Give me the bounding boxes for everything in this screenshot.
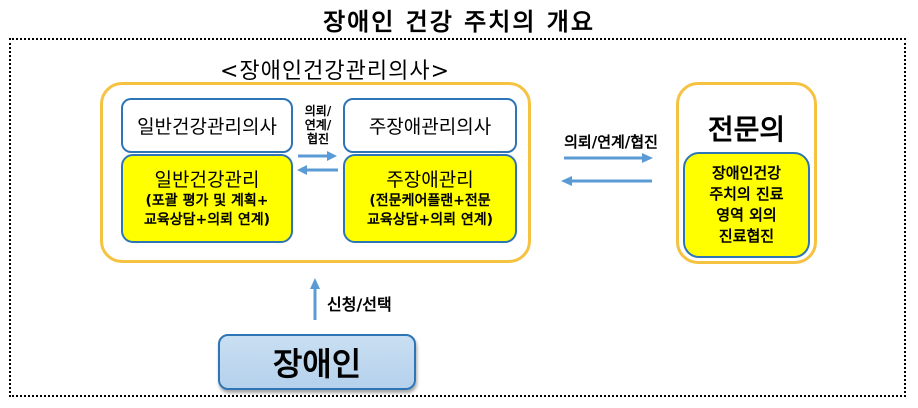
person-label: 장애인 xyxy=(272,345,362,383)
disability-doctor-box: 주장애관리의사 xyxy=(343,98,517,153)
disability-service-title: 주장애관리 xyxy=(386,168,474,191)
general-doctor-box: 일반건강관리의사 xyxy=(121,98,293,153)
person-box: 장애인 xyxy=(218,334,416,390)
disability-service-box: 주장애관리 (전문케어플랜+전문 교육상담+의뢰 연계) xyxy=(343,154,517,243)
general-service-detail-2: 교육상담+의뢰 연계) xyxy=(143,211,271,228)
inner-link-line-3: 협진 xyxy=(306,132,330,146)
general-service-box: 일반건강관리 (포괄 평가 및 계획+ 교육상담+의뢰 연계) xyxy=(121,154,293,243)
general-service-title: 일반건강관리 xyxy=(154,168,260,191)
inner-link-line-2: 연계/ xyxy=(304,118,332,132)
disability-service-detail-1: (전문케어플랜+전문 xyxy=(369,192,491,209)
specialist-line-2: 주치의 진료 xyxy=(709,185,784,203)
specialist-title: 전문의 xyxy=(707,113,786,146)
apply-label: 신청/선택 xyxy=(327,295,392,314)
general-doctor-label: 일반건강관리의사 xyxy=(137,116,277,138)
specialist-service-box: 장애인건강 주치의 진료 영역 외의 진료협진 xyxy=(683,152,810,258)
disability-service-detail-2: 교육상담+의뢰 연계) xyxy=(366,211,494,228)
specialist-line-3: 영역 외의 xyxy=(716,206,777,224)
specialist-line-1: 장애인건강 xyxy=(711,164,781,182)
inner-link-line-1: 의뢰/ xyxy=(304,104,332,118)
disability-doctor-label: 주장애관리의사 xyxy=(368,116,492,138)
general-service-detail-1: (포괄 평가 및 계획+ xyxy=(145,192,269,209)
diagram-frame xyxy=(9,38,906,397)
inner-link-label: 의뢰/ 연계/ 협진 xyxy=(296,104,340,146)
page-title: 장애인 건강 주치의 개요 xyxy=(323,7,595,36)
group-label: <장애인건강관리의사> xyxy=(219,59,451,84)
specialist-line-4: 진료협진 xyxy=(718,227,775,245)
outer-link-label: 의뢰/연계/협진 xyxy=(564,133,658,151)
